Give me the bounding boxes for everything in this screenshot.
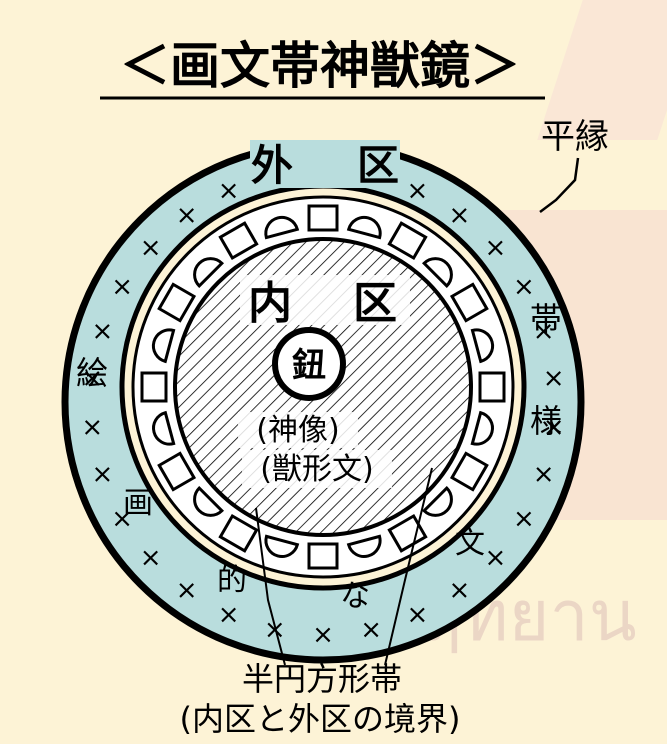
x-mark: × (111, 272, 133, 302)
band-leader-left (255, 507, 286, 666)
x-mark: × (513, 504, 535, 534)
x-mark: × (92, 460, 114, 490)
band-square (387, 221, 428, 261)
inner-zone-label-2: 区 (353, 278, 397, 329)
knob-label: 鈕 (292, 346, 326, 386)
label-you: 様 (530, 402, 562, 440)
band-semicircle (193, 257, 225, 289)
inner-zone-label: 内 (248, 278, 292, 329)
x-mark: × (140, 543, 162, 573)
x-mark: × (449, 576, 471, 606)
knob-circle (272, 327, 346, 401)
inner-zone-label-bg (240, 275, 410, 325)
band-square (307, 542, 339, 570)
label-e: 絵 (76, 354, 108, 392)
band-square (218, 513, 259, 553)
label-obi: 帯 (530, 300, 562, 338)
band-square (449, 282, 489, 323)
band-semicircle (264, 215, 300, 240)
band-semicircle (151, 328, 176, 364)
outer-zone-label-2: 区 (357, 141, 399, 190)
band-semicircle (152, 410, 176, 446)
x-mark: × (543, 364, 565, 394)
x-mark: × (218, 176, 240, 206)
x-mark: × (543, 412, 565, 442)
rim-leader-line (539, 157, 580, 213)
band-square (449, 451, 489, 492)
x-mark: × (92, 316, 114, 346)
deity-label-bg (238, 412, 358, 448)
x-mark: × (218, 600, 240, 630)
beast-label-bg (242, 450, 392, 488)
band-semicircle (421, 257, 453, 289)
band-semicircle (421, 485, 453, 517)
rim-label: 平縁 (541, 117, 609, 157)
band-square (307, 204, 339, 232)
band-label-line1: 半円方形帯 (242, 660, 402, 698)
band-semicircle (470, 328, 495, 364)
page-title: ＜画文帯神獣鏡＞ (120, 37, 520, 95)
x-mark: × (81, 364, 103, 394)
band-square (478, 371, 506, 403)
semicircle-square-band (140, 204, 506, 570)
x-mark: × (81, 412, 103, 442)
label-ga: 画 (123, 486, 153, 521)
deity-label: (神像) (256, 413, 339, 448)
band-semicircle (346, 215, 382, 240)
band-semicircle (470, 410, 494, 446)
x-mark: × (533, 316, 555, 346)
beast-label: (獣形文) (260, 452, 373, 487)
x-mark: × (176, 576, 198, 606)
label-na: な (340, 579, 370, 614)
x-mark: × (407, 176, 429, 206)
band-square (218, 221, 259, 261)
x-mark: × (485, 233, 507, 263)
x-mark: × (111, 504, 133, 534)
x-mark: × (449, 200, 471, 230)
band-semicircle (193, 485, 225, 517)
band-square (140, 371, 168, 403)
band-semicircle (346, 534, 382, 558)
x-mark: × (312, 620, 334, 650)
label-mon: 文 (455, 526, 485, 561)
x-mark: × (176, 200, 198, 230)
band-leader-right (384, 467, 433, 666)
x-mark: × (407, 600, 429, 630)
band-label-line2: (内区と外区の境界) (180, 700, 461, 738)
x-mark: × (533, 460, 555, 490)
x-mark: × (140, 233, 162, 263)
x-mark: × (360, 615, 382, 645)
x-mark: × (485, 543, 507, 573)
outer-zone-label: 外 (251, 141, 293, 190)
band-square (157, 282, 197, 323)
label-teki: 的 (217, 563, 247, 598)
band-semicircle (264, 534, 300, 558)
band-square (157, 451, 197, 492)
outer-zone-label-bg (250, 140, 400, 188)
x-mark: × (513, 272, 535, 302)
